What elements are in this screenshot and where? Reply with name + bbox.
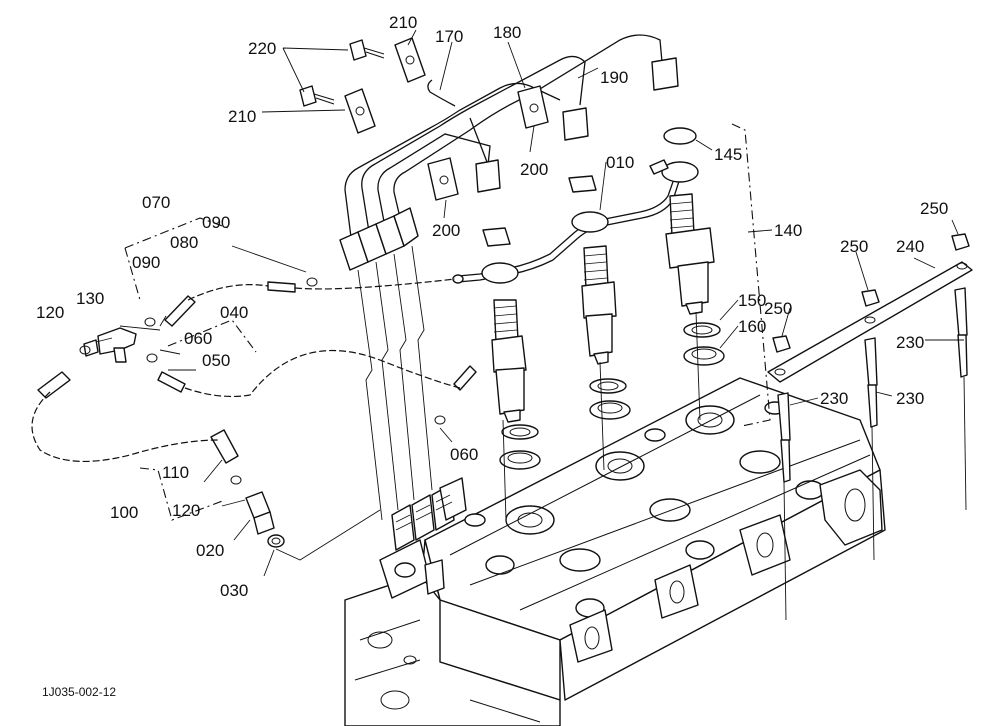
t-joint — [83, 327, 137, 363]
label-090-top: 090 — [202, 213, 230, 232]
label-190: 190 — [600, 68, 628, 87]
nozzle-gaskets — [499, 322, 725, 470]
label-080: 080 — [170, 233, 198, 252]
label-250-left: 250 — [764, 299, 792, 318]
part-number-labels: 220 210 170 180 190 210 200 200 010 145 … — [36, 13, 948, 600]
label-170: 170 — [435, 27, 463, 46]
label-145: 145 — [714, 145, 742, 164]
label-230-mid: 230 — [896, 389, 924, 408]
label-120-top: 120 — [36, 303, 64, 322]
label-220: 220 — [248, 39, 276, 58]
label-090-left: 090 — [132, 253, 160, 272]
label-110: 110 — [162, 463, 189, 482]
label-200-right: 200 — [520, 160, 548, 179]
pipe-nuts-pump-side — [339, 207, 419, 271]
label-060-right: 060 — [450, 445, 478, 464]
label-060-left: 060 — [184, 329, 212, 348]
label-250-mid: 250 — [840, 237, 868, 256]
label-250-right: 250 — [920, 199, 948, 218]
label-140: 140 — [774, 221, 802, 240]
clamp-bolts — [299, 39, 385, 107]
label-210-left: 210 — [228, 107, 256, 126]
banjo-fitting — [245, 491, 285, 548]
label-010: 010 — [606, 153, 634, 172]
drawing-code: 1J035-002-12 — [42, 685, 116, 699]
label-030: 030 — [220, 581, 248, 600]
label-120-bottom: 120 — [172, 501, 200, 520]
label-070: 070 — [142, 193, 170, 212]
label-230-right: 230 — [896, 333, 924, 352]
label-040: 040 — [220, 303, 248, 322]
pipe-clamps — [344, 37, 549, 201]
label-130: 130 — [76, 289, 104, 308]
hose-clips — [79, 277, 446, 485]
label-020: 020 — [196, 541, 224, 560]
cylinder-block — [344, 574, 561, 726]
label-150: 150 — [738, 291, 766, 310]
group-brackets — [124, 123, 771, 521]
glow-plug-nuts — [772, 233, 970, 353]
nozzle-holders — [482, 127, 715, 423]
pipe-nuts-nozzle-side — [475, 57, 679, 193]
label-200-left: 200 — [432, 221, 460, 240]
label-240: 240 — [896, 237, 924, 256]
label-230-left: 230 — [820, 389, 848, 408]
label-160: 160 — [738, 317, 766, 336]
glow-plug-lead — [767, 261, 973, 383]
cylinder-head — [419, 377, 886, 701]
leader-lines — [95, 29, 964, 577]
label-180: 180 — [493, 23, 521, 42]
label-210-top: 210 — [389, 13, 417, 32]
overflow-pipe — [452, 159, 699, 284]
label-100: 100 — [110, 503, 138, 522]
label-050: 050 — [202, 351, 230, 370]
assembly-lines — [275, 245, 967, 621]
leak-off-hoses — [31, 278, 477, 464]
injection-pipes — [344, 34, 663, 246]
glow-plugs — [777, 287, 968, 483]
injection-pump-outlets — [379, 477, 467, 599]
